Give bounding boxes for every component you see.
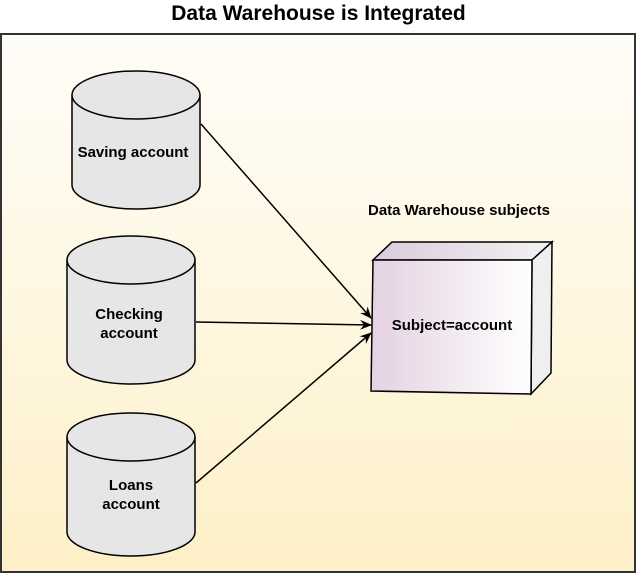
cylinder-label-line1: Checking	[95, 306, 163, 323]
cylinder-label-line1: Loans	[109, 477, 153, 494]
arrow-checking-to-subject	[195, 319, 372, 330]
diagram-canvas: Saving account Checking account Loans ac…	[0, 33, 636, 573]
arrow-loans-to-subject	[195, 332, 372, 484]
cube-front-face	[370, 259, 533, 395]
arrow-saving-to-subject	[200, 123, 372, 319]
cube-top-face	[371, 241, 554, 261]
cube-side-face	[530, 240, 553, 396]
cylinder-label-line2: account	[100, 325, 158, 342]
cylinder-top	[71, 70, 201, 120]
cylinder-body	[66, 437, 196, 557]
subject-cube[interactable]: Subject=account	[370, 240, 554, 396]
cylinder-label: Saving account	[78, 144, 189, 161]
cylinder-top	[66, 235, 196, 285]
cylinder-saving-account[interactable]: Saving account	[71, 70, 201, 210]
subjects-heading: Data Warehouse subjects	[368, 202, 550, 219]
cube-label: Subject=account	[392, 317, 512, 334]
cylinder-loans-account[interactable]: Loans account	[66, 412, 196, 557]
cylinder-label-line2: account	[102, 496, 160, 513]
cylinder-top	[66, 412, 196, 462]
cylinder-checking-account[interactable]: Checking account	[66, 235, 196, 385]
diagram-title: Data Warehouse is Integrated	[171, 2, 466, 25]
cylinder-body	[71, 95, 201, 210]
cylinder-body	[66, 260, 196, 385]
